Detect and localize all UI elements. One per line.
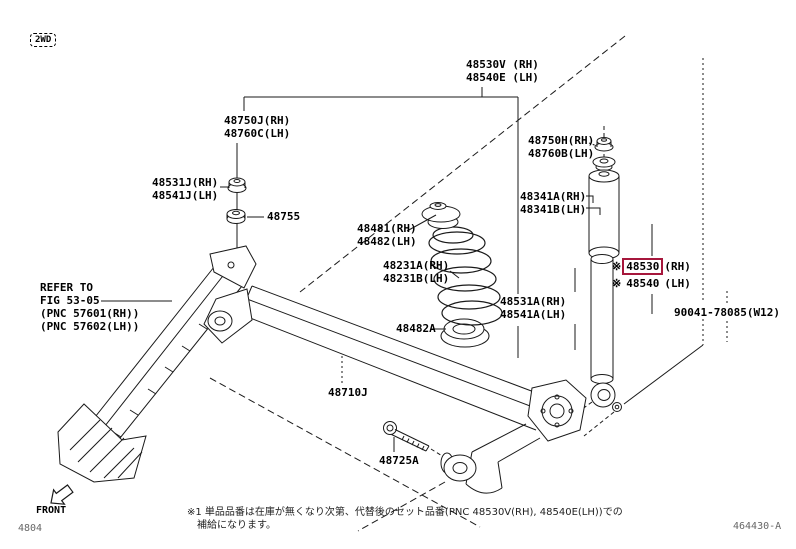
part-number: 48760B(LH): [528, 147, 595, 160]
part-number: 90041-78085(W12): [674, 306, 780, 319]
part-number: 48540E (LH): [466, 71, 539, 84]
part-label-support-lh[interactable]: 48750J(RH) 48760C(LH): [224, 114, 290, 140]
part-number: 48725A: [379, 454, 419, 467]
refer-line: FIG 53-05: [40, 294, 100, 307]
part-label-line: ※ 48540 (LH): [612, 275, 691, 292]
leader-lines: [101, 142, 728, 452]
refer-line: (PNC 57601(RH)): [40, 307, 140, 320]
spring-lower-insulator-drawing: [443, 318, 485, 340]
footnote-marker: ※: [612, 277, 622, 290]
refer-note[interactable]: REFER TO FIG 53-05 (PNC 57601(RH)) (PNC …: [40, 281, 139, 333]
drive-type-badge: 2WD: [30, 33, 57, 47]
part-number: 48540: [626, 277, 660, 290]
part-number: 48231A(RH): [383, 259, 450, 272]
part-label-support-rh[interactable]: 48750H(RH) 48760B(LH): [528, 134, 594, 160]
part-number: 48710J: [328, 386, 368, 399]
part-number: 48755: [267, 210, 301, 223]
part-label-pin[interactable]: 90041-78085(W12): [674, 306, 780, 319]
upper-mount-hardware-right-drawing: [592, 137, 616, 171]
part-label-insulator-upper[interactable]: 48481(RH) 48482(LH): [357, 222, 417, 248]
front-arrow-icon: [50, 484, 74, 505]
page-code: 4804: [18, 523, 43, 534]
pin-drawing: [612, 402, 622, 412]
side-member-drawing: [57, 245, 257, 483]
axle-beam-drawing: [203, 285, 587, 494]
figure-code: 464430-A: [733, 521, 782, 532]
part-label-assembly[interactable]: 48530V (RH) 48540E (LH): [466, 58, 539, 84]
part-number: 48760C(LH): [224, 127, 291, 140]
refer-line: REFER TO: [40, 281, 93, 294]
front-direction-label: FRONT: [36, 505, 67, 516]
part-number: 48750H(RH): [528, 134, 595, 147]
part-number: 48231B(LH): [383, 272, 450, 285]
part-number: 48481(RH): [357, 222, 417, 235]
part-label-axle-beam[interactable]: 48710J: [328, 386, 368, 399]
footnote-line-2: 補給になります。: [197, 520, 276, 531]
part-number: 48482A: [396, 322, 436, 335]
part-number: 48541J(LH): [152, 189, 219, 202]
spring-upper-insulator-drawing: [421, 202, 461, 229]
part-label-bolt[interactable]: 48725A: [379, 454, 419, 467]
part-label-cushion[interactable]: 48755: [267, 210, 300, 223]
part-label-shock-absorber[interactable]: ※48530(RH) ※ 48540 (LH): [612, 258, 691, 292]
refer-line: (PNC 57602(LH)): [40, 320, 140, 333]
part-label-bumper[interactable]: 48531A(RH) 48541A(LH): [500, 295, 566, 321]
part-label-shock-cover[interactable]: 48341A(RH) 48341B(LH): [520, 190, 586, 216]
part-label-coil-spring[interactable]: 48231A(RH) 48231B(LH): [383, 259, 449, 285]
part-number: 48341B(LH): [520, 203, 587, 216]
upper-mount-hardware-left-drawing: [226, 177, 247, 224]
part-label-line: ※48530(RH): [612, 258, 691, 275]
part-label-insulator-lower[interactable]: 48482A: [396, 322, 436, 335]
part-position: (RH): [664, 260, 691, 273]
footnote-line-1: ※1 単品品番は在庫が無くなり次第、代替後のセット品番(PNC 48530V(R…: [187, 507, 623, 518]
part-number: 48531A(RH): [500, 295, 567, 308]
footnote-marker: ※: [612, 260, 622, 273]
part-label-retainer-lh[interactable]: 48531J(RH) 48541J(LH): [152, 176, 218, 202]
highlight-box: 48530: [622, 258, 664, 275]
coil-spring-drawing: [428, 226, 503, 326]
part-number: 48530V (RH): [466, 58, 539, 71]
part-number: 48482(LH): [357, 235, 417, 248]
shock-absorber-drawing: [588, 169, 620, 408]
bolt-drawing: [383, 421, 430, 452]
part-number: 48541A(LH): [500, 308, 567, 321]
construction-lines: [209, 35, 704, 532]
part-number: 48531J(RH): [152, 176, 219, 189]
part-position: (LH): [664, 277, 691, 290]
part-number: 48750J(RH): [224, 114, 291, 127]
part-number: 48341A(RH): [520, 190, 587, 203]
